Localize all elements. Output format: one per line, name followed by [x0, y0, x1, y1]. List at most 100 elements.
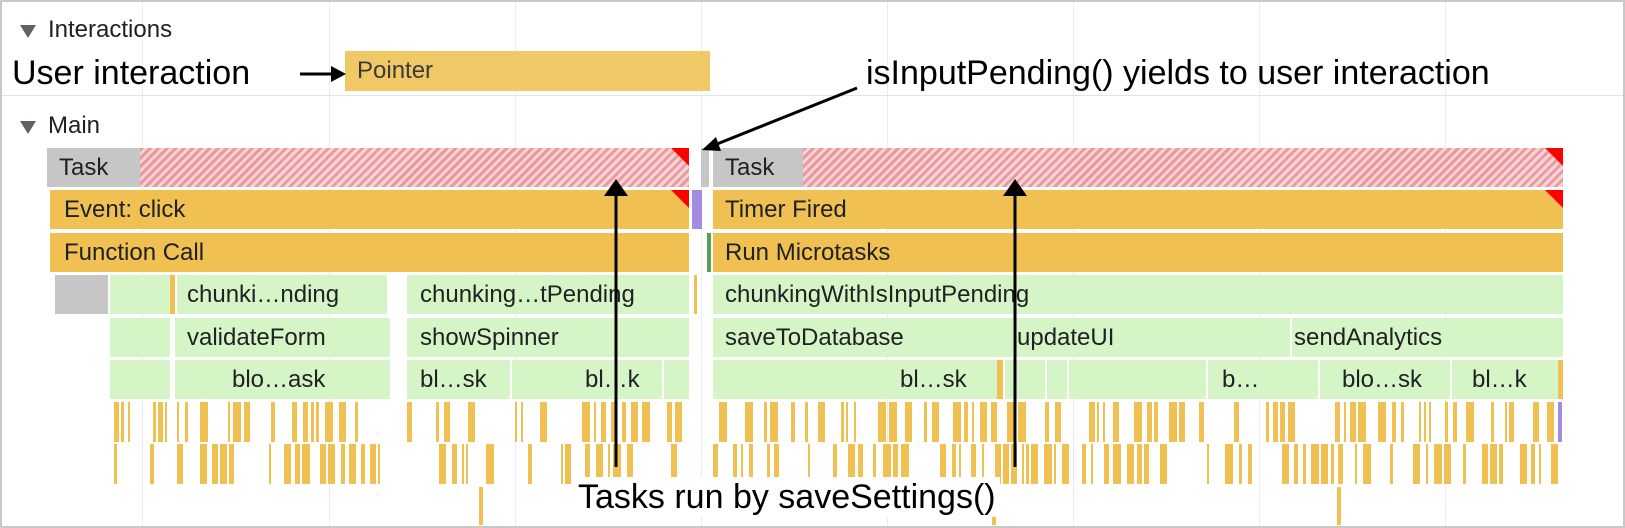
blocking-task-block[interactable]: bl…sk — [713, 360, 997, 399]
blocking-task-block[interactable] — [1047, 360, 1067, 399]
task-block[interactable]: Task — [713, 148, 803, 187]
chunking-function-block[interactable]: chunki…nding — [177, 275, 387, 314]
call-stack-tick — [952, 444, 956, 484]
call-stack-tick — [114, 402, 119, 442]
function-block[interactable] — [694, 275, 697, 314]
function-block[interactable] — [170, 275, 175, 314]
call-stack-tick — [749, 444, 753, 484]
call-stack-tick — [764, 402, 767, 442]
call-stack-tick — [1338, 444, 1343, 484]
call-stack-tick — [1392, 402, 1396, 442]
call-stack-tick — [528, 444, 532, 484]
user-interaction-annotation: User interaction — [12, 54, 251, 92]
function-block[interactable] — [110, 275, 170, 314]
call-stack-tick — [1003, 444, 1009, 484]
show-spinner-block[interactable]: showSpinner — [407, 318, 689, 357]
call-stack-tick — [1239, 444, 1242, 484]
main-track-header[interactable]: Main — [20, 112, 100, 140]
call-stack-tick — [596, 444, 603, 484]
call-stack-tick — [1234, 402, 1239, 442]
long-task-overage[interactable] — [803, 148, 1563, 187]
blocking-task-block[interactable]: b… — [1208, 360, 1318, 399]
blocking-task-block[interactable] — [110, 360, 170, 399]
chunking-function-block[interactable]: chunking…tPending — [407, 275, 689, 314]
call-stack-tick — [328, 444, 335, 484]
blocking-task-block[interactable] — [664, 360, 689, 399]
call-stack-tick — [436, 402, 439, 442]
call-stack-tick — [1358, 402, 1366, 442]
collapse-triangle-icon[interactable] — [20, 24, 36, 38]
long-task-warning-icon — [671, 190, 689, 208]
run-microtasks-block[interactable]: Run Microtasks — [713, 233, 1563, 272]
main-track-label: Main — [48, 112, 101, 139]
call-stack-tick — [1154, 402, 1158, 442]
function-call-block[interactable]: Function Call — [50, 233, 689, 272]
call-stack-tick — [1321, 444, 1328, 484]
interactions-track-header[interactable]: Interactions — [20, 16, 172, 44]
blocking-task-block[interactable]: bl…k — [1452, 360, 1558, 399]
blocking-task-block[interactable]: bl…k — [512, 360, 662, 399]
call-stack-tick — [349, 444, 356, 484]
blocking-task-block[interactable] — [1558, 360, 1563, 399]
pointer-interaction[interactable]: Pointer — [345, 51, 710, 91]
call-stack-tick — [848, 444, 855, 484]
call-stack-tick — [439, 444, 446, 484]
blocking-task-block[interactable]: bl…sk — [407, 360, 510, 399]
function-block[interactable] — [110, 318, 170, 357]
call-stack-tick — [1350, 402, 1356, 442]
yield-task-block[interactable] — [701, 148, 709, 187]
call-stack-tick — [627, 444, 633, 484]
call-stack-tick — [905, 402, 912, 442]
long-task-overage[interactable] — [140, 148, 689, 187]
send-analytics-block[interactable]: sendAnalytics — [1292, 318, 1563, 357]
call-stack-tick — [355, 402, 358, 442]
call-stack-tick — [303, 402, 308, 442]
call-stack-tick — [1137, 444, 1142, 484]
collapse-triangle-icon[interactable] — [20, 120, 36, 134]
blocking-task-block[interactable]: blo…ask — [175, 360, 390, 399]
chunking-function-block[interactable]: chunkingWithIsInputPending — [713, 275, 1563, 314]
call-stack-tick — [1031, 444, 1038, 484]
call-stack-tick — [959, 444, 961, 484]
call-stack-tick — [1419, 402, 1421, 442]
gc-block[interactable] — [55, 275, 108, 314]
call-stack-tick — [521, 402, 523, 442]
call-stack-tick — [284, 444, 291, 484]
call-stack-tick — [1311, 444, 1319, 484]
timer-fired-block[interactable]: Timer Fired — [713, 190, 1563, 229]
task-block[interactable]: Task — [47, 148, 140, 187]
call-stack-tick — [233, 402, 241, 442]
call-stack-tick — [858, 444, 863, 484]
call-stack-tick — [608, 444, 610, 484]
input-event-block[interactable] — [692, 190, 702, 229]
call-stack-tick — [1091, 444, 1093, 484]
save-to-database-block[interactable]: saveToDatabase — [713, 318, 1013, 357]
call-stack-tick — [200, 444, 207, 484]
call-stack-tick — [121, 402, 124, 442]
call-stack-tick — [1463, 444, 1466, 484]
call-stack-tick — [1424, 402, 1426, 442]
yield-arrow-icon — [711, 86, 858, 148]
event-click-block[interactable]: Event: click — [50, 190, 689, 229]
call-stack-tick — [1499, 444, 1503, 484]
call-stack-tick — [1390, 444, 1393, 484]
call-stack-tick — [991, 402, 997, 442]
call-stack-tick — [1018, 402, 1026, 442]
blocking-task-block[interactable] — [1069, 360, 1206, 399]
call-stack-tick — [667, 402, 672, 442]
validate-form-block[interactable]: validateForm — [175, 318, 390, 357]
call-stack-tick — [1337, 487, 1341, 525]
call-stack-tick — [1539, 444, 1541, 484]
call-stack-tick — [1294, 444, 1298, 484]
call-stack-tick — [1533, 402, 1539, 442]
update-ui-block[interactable]: updateUI — [1015, 318, 1290, 357]
blocking-task-block[interactable] — [997, 360, 1003, 399]
call-stack-tick — [515, 402, 517, 442]
call-stack-tick — [407, 402, 412, 442]
blocking-task-block[interactable]: blo…sk — [1320, 360, 1450, 399]
blocking-task-block[interactable] — [1005, 360, 1045, 399]
call-stack-tick — [1520, 444, 1527, 484]
tasks-run-annotation: Tasks run by saveSettings() — [574, 477, 1000, 517]
call-stack-tick — [339, 402, 346, 442]
